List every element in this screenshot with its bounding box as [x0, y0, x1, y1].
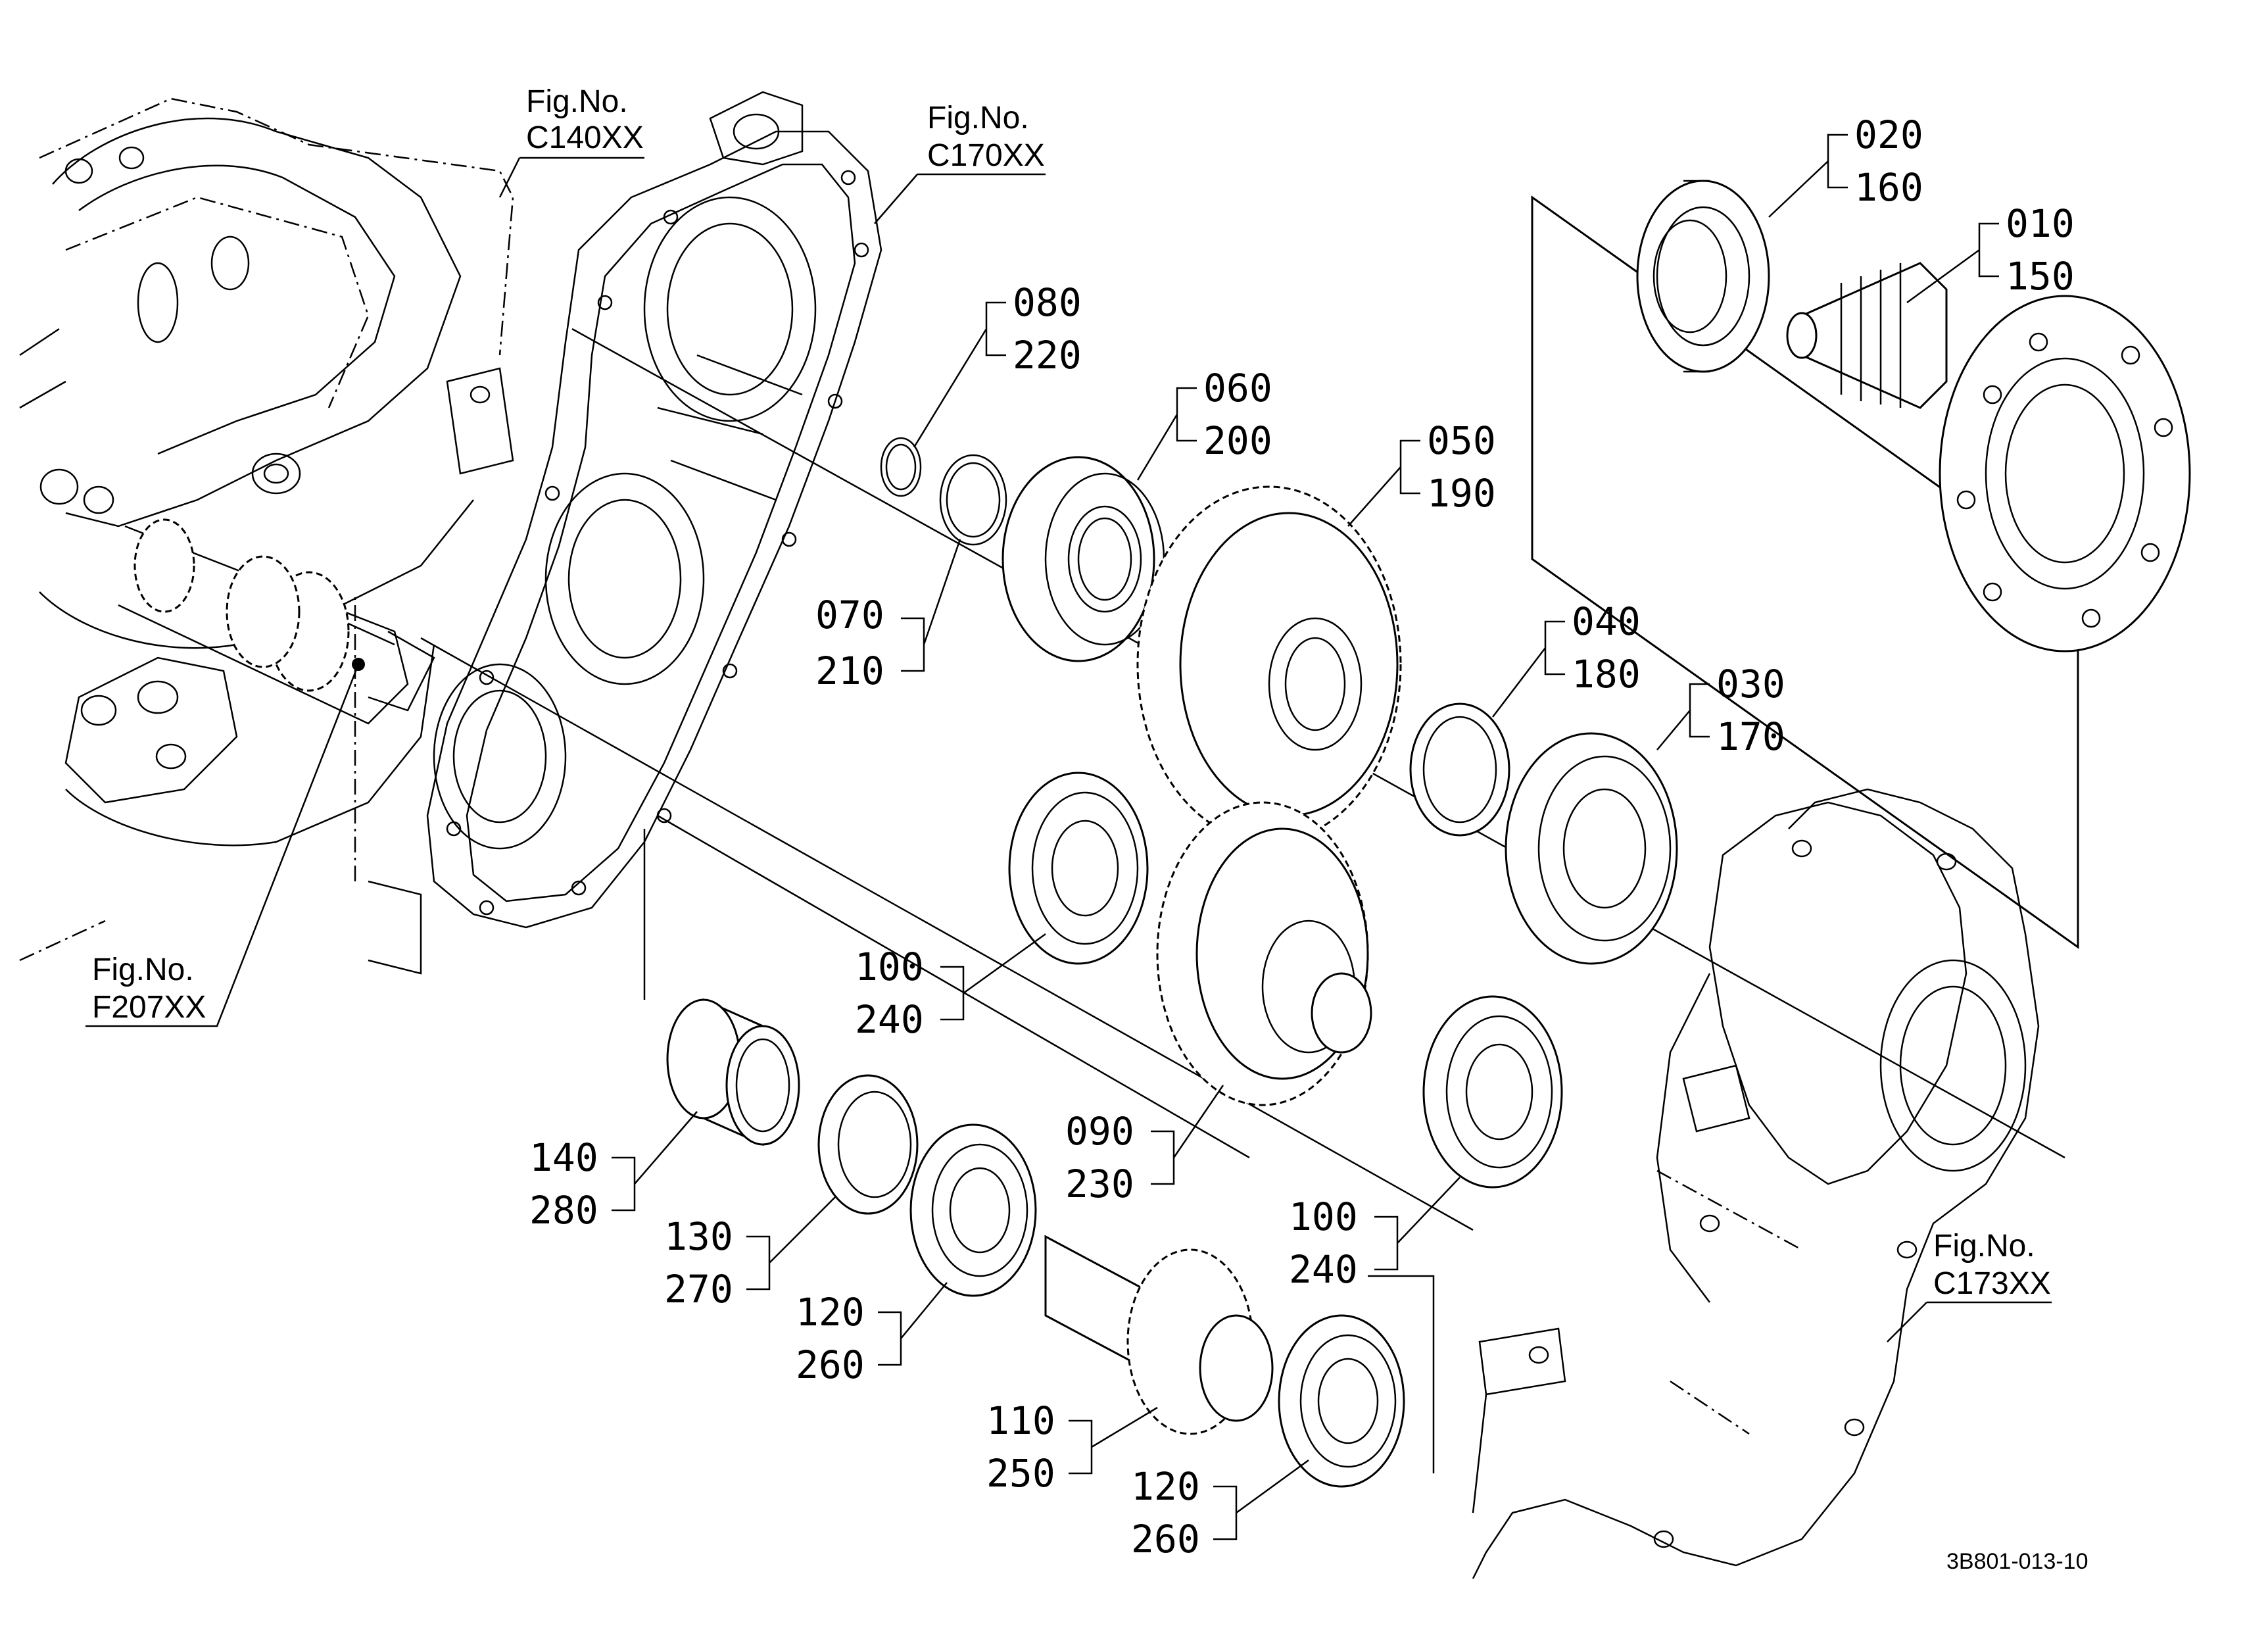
fig-ref-label: Fig.No.: [526, 84, 628, 119]
callout-120-upper: 120 260: [796, 1282, 948, 1387]
callout-030: 030 170: [1656, 662, 1785, 759]
part-number: 100: [855, 945, 924, 989]
part-number: 170: [1716, 714, 1785, 759]
fig-ref-code: C140XX: [526, 120, 644, 155]
callout-100-upper: 100 240: [855, 933, 1046, 1042]
part-number: 240: [855, 997, 924, 1042]
part-number: 280: [529, 1188, 598, 1233]
part-number: 230: [1065, 1162, 1134, 1206]
snap-ring-part: [880, 437, 922, 497]
fig-ref-code: F207XX: [92, 990, 206, 1025]
figure-reference-c140: Fig.No. C140XX: [498, 84, 644, 198]
part-number: 080: [1013, 280, 1082, 325]
fig-ref-code: C173XX: [1933, 1266, 2051, 1301]
part-number: 180: [1572, 652, 1641, 697]
part-number: 120: [1131, 1464, 1200, 1509]
part-number: 110: [986, 1398, 1055, 1443]
callout-110: 110 250: [986, 1398, 1158, 1496]
fig-ref-code: C170XX: [927, 138, 1045, 173]
part-number: 020: [1854, 112, 1923, 157]
callout-070: 070 210: [815, 539, 961, 693]
part-number: 150: [2006, 254, 2075, 299]
parts-stack: [666, 437, 1678, 1488]
callout-040: 040 180: [1492, 599, 1641, 718]
fig-ref-label: Fig.No.: [92, 952, 194, 987]
callout-020: 020 160: [1768, 112, 1923, 218]
part-number: 210: [815, 649, 884, 693]
part-number: 090: [1065, 1109, 1134, 1154]
part-number: 200: [1203, 418, 1272, 463]
fig-ref-label: Fig.No.: [927, 101, 1029, 135]
part-number: 130: [664, 1214, 733, 1259]
part-number: 060: [1203, 366, 1272, 410]
part-number: 050: [1427, 418, 1496, 463]
part-number: 220: [1013, 333, 1082, 378]
callout-130: 130 270: [664, 1196, 836, 1312]
part-number: 160: [1854, 165, 1923, 210]
part-number: 190: [1427, 471, 1496, 516]
callout-080: 080 220: [913, 280, 1082, 448]
transmission-housing: [19, 97, 514, 975]
part-number: 250: [986, 1451, 1055, 1496]
callout-140: 140 280: [529, 1111, 698, 1233]
part-number: 070: [815, 593, 884, 637]
part-number: 270: [664, 1267, 733, 1312]
callout-010: 010 150: [1906, 201, 2075, 304]
part-number: 040: [1572, 599, 1641, 644]
figure-reference-c173: Fig.No. C173XX: [1887, 1229, 2052, 1342]
figure-reference-f207: Fig.No. F207XX: [85, 664, 360, 1027]
part-number: 120: [796, 1290, 865, 1335]
callout-090: 090 230: [1065, 1085, 1224, 1206]
figure-reference-c170: Fig.No. C170XX: [874, 101, 1046, 224]
callout-100-lower: 100 240: [1289, 1177, 1460, 1292]
callout-060: 060 200: [1136, 366, 1272, 481]
part-number: 240: [1289, 1247, 1358, 1292]
part-number: 260: [796, 1342, 865, 1387]
callout-050: 050 190: [1347, 418, 1496, 527]
part-number: 140: [529, 1135, 598, 1180]
drawing-number: 3B801-013-10: [1946, 1549, 2088, 1574]
part-number: 100: [1289, 1194, 1358, 1239]
part-number: 010: [2006, 201, 2075, 246]
center-cover-plate: [426, 91, 882, 929]
end-housing: [1472, 788, 2040, 1579]
part-number: 030: [1716, 662, 1785, 706]
fig-ref-label: Fig.No.: [1933, 1229, 2035, 1264]
part-number: 260: [1131, 1517, 1200, 1561]
callout-120-lower: 120 260: [1131, 1459, 1309, 1561]
